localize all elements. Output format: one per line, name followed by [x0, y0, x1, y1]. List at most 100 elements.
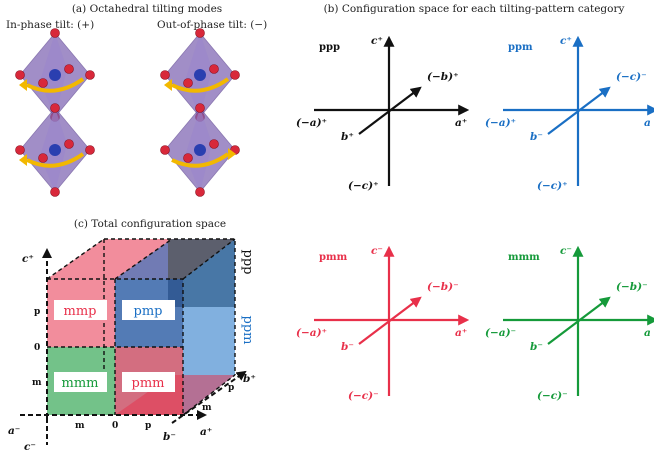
category-label: mmm [508, 252, 540, 263]
region-mmp-label: mmp [64, 304, 97, 319]
cube-bottom-face [115, 375, 235, 415]
b-minus-label: b⁻ [163, 431, 176, 443]
oxygen-atom [38, 78, 48, 88]
tick-a-p: p [145, 421, 151, 431]
tick-a-m: m [75, 421, 85, 431]
left-axis-label: (−a)⁺ [296, 117, 327, 129]
a-minus-label: a⁻ [8, 425, 20, 437]
oxygen-atom [64, 139, 74, 149]
right-axis-label: a [644, 327, 651, 339]
tick-b-p: p [228, 383, 234, 393]
region-pmp-label: pmp [134, 304, 163, 319]
oxygen-atom [209, 139, 219, 149]
top-axis-label: c⁻ [560, 245, 572, 257]
octahedron [160, 28, 240, 122]
mmm-box [54, 372, 107, 392]
tilt-arrow-icon [171, 152, 230, 168]
bottom-axis-label: (−c)⁺ [537, 180, 568, 192]
b-axis [358, 86, 422, 135]
low-axis-label: b⁻ [530, 131, 543, 143]
axis-plot-mmm: mmm c⁻ (−b)⁻ (−a)⁻ a b⁻ (−c)⁻ [485, 245, 654, 402]
octahedron [15, 103, 95, 197]
b-site-atom [194, 69, 206, 81]
oxygen-atom [160, 70, 170, 80]
oxygen-atom [183, 153, 193, 163]
right-axis-label: a [644, 117, 651, 129]
tick-b-m: m [202, 403, 212, 413]
right-axis-label: a⁺ [455, 117, 467, 129]
pmm-box [122, 372, 175, 392]
tick-c-m: m [32, 378, 42, 388]
b-axis [171, 370, 247, 424]
low-axis-label: b⁻ [530, 341, 543, 353]
b-axis [547, 86, 611, 135]
pmp-box [122, 300, 175, 320]
oxygen-atom [195, 187, 205, 197]
bottom-axis-label: (−c)⁺ [348, 180, 379, 192]
octahedra-illustration [15, 28, 240, 197]
octahedron [160, 103, 240, 197]
category-label: pmm [319, 252, 348, 263]
oxygen-atom [38, 153, 48, 163]
low-axis-label: b⁺ [341, 131, 354, 143]
top-axis-label: c⁻ [371, 245, 383, 257]
mmp-box [54, 300, 107, 320]
oxygen-atom [209, 64, 219, 74]
oxygen-atom [230, 70, 240, 80]
axis-plot-ppp: ppp c⁺ (−b)⁺ (−a)⁺ a⁺ b⁺ (−c)⁺ [296, 35, 470, 192]
oxygen-atom [50, 28, 60, 38]
b-plus-label: b⁺ [243, 373, 256, 385]
c-plus-label: c⁺ [22, 253, 34, 265]
bottom-axis-label: (−c)⁻ [348, 390, 379, 402]
left-axis-label: (−a)⁻ [485, 327, 516, 339]
oxygen-atom [195, 103, 205, 113]
tilt-arrow-icon [171, 77, 230, 93]
diag-axis-label: (−c)⁻ [616, 71, 647, 83]
b-axis [547, 296, 611, 345]
tilt-arrow-icon [26, 152, 85, 168]
region-pmm-label: pmm [132, 376, 165, 391]
region-mmm-label: mmm [62, 376, 99, 391]
axis-plots: ppp c⁺ (−b)⁺ (−a)⁺ a⁺ b⁺ (−c)⁺ ppm c⁺ (−c)⁻ (−a)⁺ a… [296, 35, 654, 402]
region-ppp-label: ppp [240, 250, 255, 275]
b-site-atom [49, 69, 61, 81]
oxygen-atom [15, 145, 25, 155]
oxygen-atom [183, 78, 193, 88]
b-axis [358, 296, 422, 345]
category-label: ppm [508, 42, 533, 53]
category-label: ppp [319, 42, 340, 53]
diag-axis-label: (−b)⁺ [427, 71, 459, 83]
oxygen-atom [85, 70, 95, 80]
oxygen-atom [64, 64, 74, 74]
left-axis-label: (−a)⁺ [296, 327, 327, 339]
b-site-atom [49, 144, 61, 156]
bottom-axis-label: (−c)⁻ [537, 390, 568, 402]
cube-right-face [183, 239, 235, 415]
tick-c-p: p [34, 307, 40, 317]
panel-b-caption: (b) Configuration space for each tilting… [324, 3, 625, 15]
configuration-cube: c⁺ c⁻ a⁻ a⁺ b⁺ b⁻ p 0 m m 0 p m p mmp pm… [8, 238, 256, 453]
tick-a-0: 0 [112, 421, 118, 431]
oxygen-atom [85, 145, 95, 155]
diag-axis-label: (−b)⁻ [616, 281, 648, 293]
oxygen-atom [50, 103, 60, 113]
right-axis-label: a⁺ [455, 327, 467, 339]
in-phase-label: In-phase tilt: (+) [6, 19, 94, 31]
b-site-atom [194, 144, 206, 156]
a-plus-label: a⁺ [200, 426, 212, 438]
out-of-phase-label: Out-of-phase tilt: (−) [157, 19, 267, 31]
panel-a-caption: (a) Octahedral tilting modes [72, 3, 222, 15]
top-axis-label: c⁺ [371, 35, 383, 47]
octahedron [15, 28, 95, 122]
oxygen-atom [160, 145, 170, 155]
tilt-arrow-icon [26, 77, 85, 93]
low-axis-label: b⁻ [341, 341, 354, 353]
tick-c-0: 0 [34, 343, 40, 353]
oxygen-atom [195, 28, 205, 38]
c-minus-label: c⁻ [24, 441, 36, 453]
panel-c-caption: (c) Total configuration space [74, 218, 226, 230]
